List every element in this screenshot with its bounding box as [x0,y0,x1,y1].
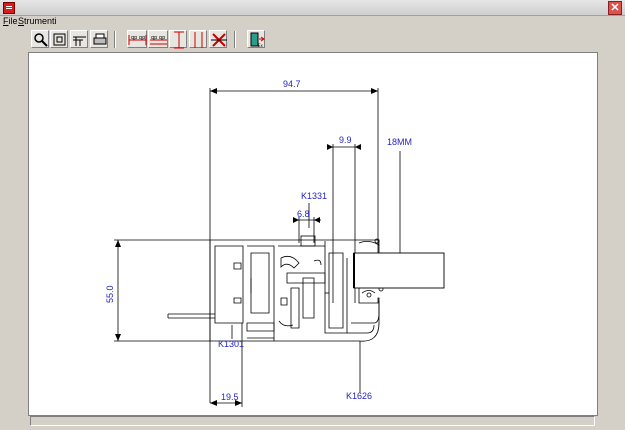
app-icon [3,2,15,14]
label-frame-code: K1301 [218,339,244,349]
glass-panel [353,252,445,289]
dimension-horizontal-2-icon: qp qp [150,35,167,45]
dimension-lines [114,88,401,407]
dim-height: 55.0 [105,285,115,303]
zoom-button[interactable] [31,30,49,48]
delete-dimension-button[interactable] [209,30,227,48]
close-button[interactable]: ✕ [608,1,622,15]
menu-file[interactable]: File [3,16,18,26]
dimension-vertical-icon [174,31,184,49]
dim-gasket-width: 6.8 [297,209,310,219]
exit-icon: Ex [250,32,265,48]
print-button[interactable] [90,30,108,48]
dimension-vertical-2-button[interactable] [189,30,207,48]
fit-view-button[interactable] [50,30,68,48]
profile-section [167,235,384,342]
profile-drawing: 94.7 9.9 18MM K1331 6.8 55.0 K1301 19.5 … [105,79,445,407]
title-bar: ✕ [0,0,625,16]
dimension-horizontal-2-button[interactable]: qp qp [148,30,168,48]
dimension-vertical-2-icon [194,32,203,48]
toolbar-separator [114,31,116,48]
svg-text:qp qp: qp qp [131,35,145,41]
svg-text:qp qp: qp qp [151,35,165,41]
profile-edit-icon [73,36,86,46]
label-gasket-code: K1331 [301,191,327,201]
svg-text:Ex: Ex [258,43,264,48]
profile-edit-button[interactable] [70,30,88,48]
label-glass-thickness: 18MM [387,137,412,147]
print-icon [93,33,107,45]
dimension-horizontal-icon: qp qp [128,35,147,45]
menu-bar: File Strumenti [0,15,625,27]
toolbar-separator [234,31,236,48]
dim-bottom-width: 19.5 [221,392,239,402]
dimension-horizontal-button[interactable]: qp qp [127,30,147,48]
dim-glass-gap: 9.9 [339,135,352,145]
fit-view-icon [53,33,66,46]
delete-dimension-icon [211,33,227,47]
zoom-icon [34,33,48,47]
dim-total-width: 94.7 [283,79,301,89]
toolbar: qp qp qp qp Ex [0,28,625,52]
dimension-vertical-button[interactable] [169,30,187,49]
menu-strumenti[interactable]: Strumenti [18,16,57,26]
status-bar [30,416,595,426]
drawing-canvas[interactable]: 94.7 9.9 18MM K1331 6.8 55.0 K1301 19.5 … [28,52,598,416]
dimension-arrows [115,88,378,406]
label-sash-code: K1626 [346,391,372,401]
exit-button[interactable]: Ex [247,30,265,48]
